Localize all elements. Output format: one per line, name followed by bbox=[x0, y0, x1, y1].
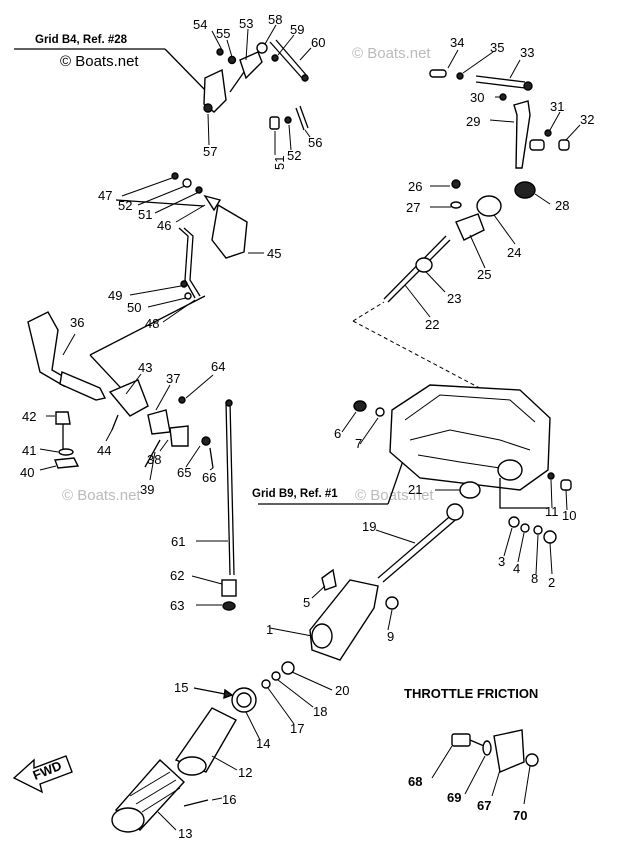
callout-43: 43 bbox=[138, 360, 152, 375]
callout-52-left: 52 bbox=[118, 198, 132, 213]
rod-assembly bbox=[191, 399, 237, 611]
callout-59: 59 bbox=[290, 22, 304, 37]
callout-67: 67 bbox=[477, 798, 491, 813]
callout-53: 53 bbox=[239, 16, 253, 31]
callout-2: 2 bbox=[548, 575, 555, 590]
callout-58: 58 bbox=[268, 12, 282, 27]
callout-56: 56 bbox=[308, 135, 322, 150]
watermark-mid-left: © Boats.net bbox=[62, 487, 141, 504]
callout-37: 37 bbox=[166, 371, 180, 386]
callout-26: 26 bbox=[408, 179, 422, 194]
callout-68: 68 bbox=[408, 774, 422, 789]
linkage-assembly-top-right bbox=[352, 49, 581, 421]
callout-17: 17 bbox=[290, 721, 304, 736]
callout-70: 70 bbox=[513, 808, 527, 823]
callout-51-left: 51 bbox=[138, 207, 152, 222]
svg-text:Grid B4, Ref. #28: Grid B4, Ref. #28 bbox=[35, 34, 128, 46]
watermark-mid-center: © Boats.net bbox=[355, 487, 434, 504]
callout-38: 38 bbox=[147, 452, 161, 467]
callout-57: 57 bbox=[203, 144, 217, 159]
svg-text:Grid B9, Ref. #1: Grid B9, Ref. #1 bbox=[252, 488, 338, 500]
callout-52-top: 52 bbox=[287, 148, 301, 163]
callout-29: 29 bbox=[466, 114, 480, 129]
callout-22: 22 bbox=[425, 317, 439, 332]
callout-61: 61 bbox=[171, 534, 185, 549]
callout-40: 40 bbox=[20, 465, 34, 480]
callout-13: 13 bbox=[178, 826, 192, 841]
callout-3: 3 bbox=[498, 554, 505, 569]
callout-5: 5 bbox=[303, 595, 310, 610]
svg-text:THROTTLE FRICTION: THROTTLE FRICTION bbox=[404, 686, 538, 701]
throttle-friction-section: THROTTLE FRICTION bbox=[404, 686, 539, 805]
callout-34: 34 bbox=[450, 35, 464, 50]
callout-66: 66 bbox=[202, 470, 216, 485]
callout-21: 21 bbox=[408, 482, 422, 497]
callout-6: 6 bbox=[334, 426, 341, 441]
callout-50: 50 bbox=[127, 300, 141, 315]
callout-64: 64 bbox=[211, 359, 225, 374]
throttle-shaft-assembly bbox=[111, 481, 481, 833]
callout-10: 10 bbox=[562, 508, 576, 523]
callout-41: 41 bbox=[22, 443, 36, 458]
callout-62: 62 bbox=[170, 568, 184, 583]
callout-48: 48 bbox=[145, 316, 159, 331]
callout-51-top: 51 bbox=[272, 156, 287, 170]
callout-32: 32 bbox=[580, 112, 594, 127]
callout-35: 35 bbox=[490, 40, 504, 55]
callout-15: 15 bbox=[174, 680, 188, 695]
watermark-top-left: © Boats.net bbox=[60, 53, 139, 70]
callout-42: 42 bbox=[22, 409, 36, 424]
callout-54: 54 bbox=[193, 17, 207, 32]
callout-8: 8 bbox=[531, 571, 538, 586]
fwd-arrow: FWD bbox=[12, 755, 73, 794]
callout-25: 25 bbox=[477, 267, 491, 282]
shift-lever-assembly bbox=[27, 311, 214, 481]
callout-55: 55 bbox=[216, 26, 230, 41]
callout-31: 31 bbox=[550, 99, 564, 114]
callout-45: 45 bbox=[267, 246, 281, 261]
callout-49: 49 bbox=[108, 288, 122, 303]
callout-4: 4 bbox=[513, 561, 520, 576]
callout-69: 69 bbox=[447, 790, 461, 805]
callout-24: 24 bbox=[507, 245, 521, 260]
callout-27: 27 bbox=[406, 200, 420, 215]
carb-housing bbox=[341, 384, 572, 575]
callout-63: 63 bbox=[170, 598, 184, 613]
callout-60: 60 bbox=[311, 35, 325, 50]
callout-numbers: 54 55 53 58 59 60 57 51 52 56 34 35 33 3… bbox=[20, 12, 594, 841]
callout-14: 14 bbox=[256, 736, 270, 751]
callout-11: 11 bbox=[545, 504, 559, 519]
linkage-assembly-left bbox=[89, 172, 264, 403]
callout-23: 23 bbox=[447, 291, 461, 306]
watermark-top-right: © Boats.net bbox=[352, 45, 431, 62]
callout-28: 28 bbox=[555, 198, 569, 213]
callout-18: 18 bbox=[313, 704, 327, 719]
callout-44: 44 bbox=[97, 443, 111, 458]
callout-39: 39 bbox=[140, 482, 154, 497]
linkage-assembly-top bbox=[203, 24, 312, 155]
callout-20: 20 bbox=[335, 683, 349, 698]
callout-1: 1 bbox=[266, 622, 273, 637]
callout-16: 16 bbox=[222, 792, 236, 807]
callout-12: 12 bbox=[238, 765, 252, 780]
callout-65: 65 bbox=[177, 465, 191, 480]
callout-19: 19 bbox=[362, 519, 376, 534]
grid-note-b4: Grid B4, Ref. #28 bbox=[14, 34, 206, 91]
callout-7: 7 bbox=[355, 436, 362, 451]
callout-36: 36 bbox=[70, 315, 84, 330]
callout-9: 9 bbox=[387, 629, 394, 644]
callout-30: 30 bbox=[470, 90, 484, 105]
callout-46: 46 bbox=[157, 218, 171, 233]
callout-33: 33 bbox=[520, 45, 534, 60]
grid-note-b9: Grid B9, Ref. #1 bbox=[252, 454, 406, 505]
callout-47: 47 bbox=[98, 188, 112, 203]
